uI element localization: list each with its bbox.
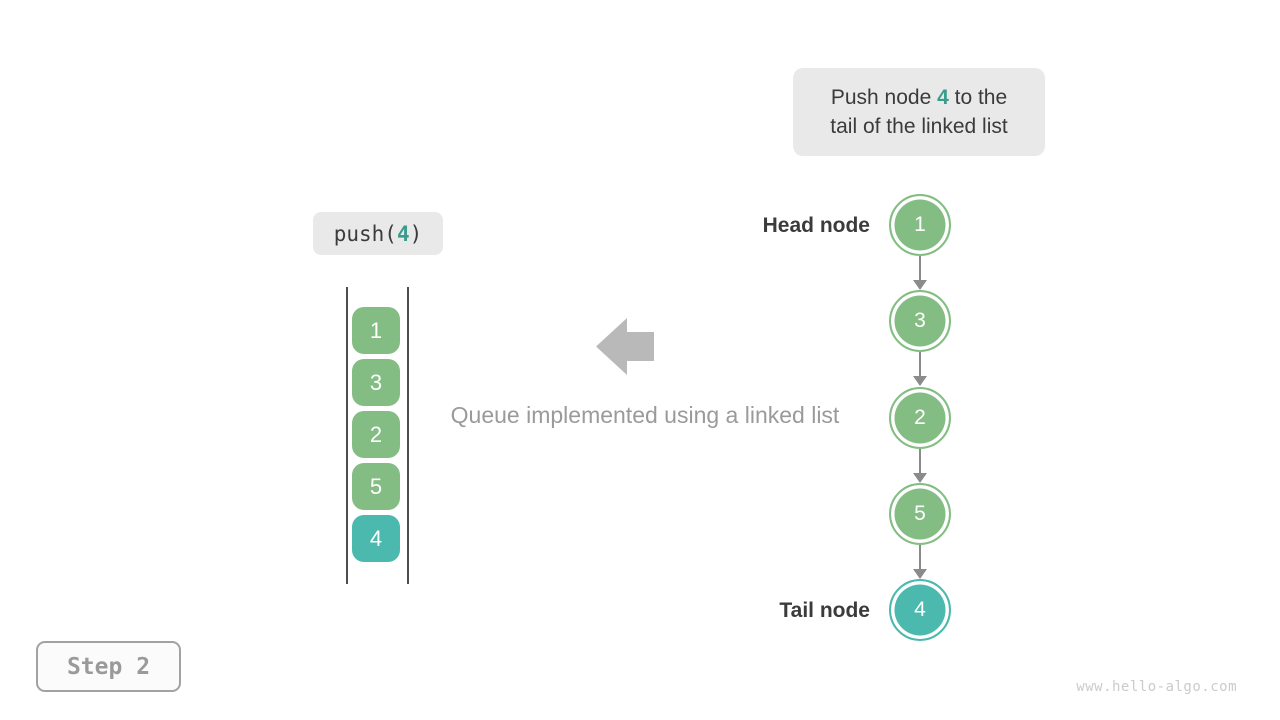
node-arrow-down-icon	[913, 545, 927, 579]
caption-text: Queue implemented using a linked list	[450, 402, 840, 428]
list-node-head: 1	[889, 194, 951, 256]
note-line-1: Push node 4 to the	[830, 86, 1008, 109]
note-highlight-value: 4	[937, 86, 949, 109]
list-node-tail: 4	[889, 579, 951, 641]
stack-item: 2	[352, 411, 400, 458]
list-node: 3	[889, 290, 951, 352]
note-line-2: tail of the linked list	[830, 115, 1008, 138]
node-arrow-down-icon	[913, 352, 927, 386]
big-left-arrow-icon	[596, 318, 654, 380]
step-badge: Step 2	[36, 641, 181, 692]
node-arrow-down-icon	[913, 449, 927, 483]
node-arrow-down-icon	[913, 256, 927, 290]
stack-wall-right	[407, 287, 409, 584]
push-note-box: Push node 4 to the tail of the linked li…	[793, 68, 1045, 156]
list-node: 2	[889, 387, 951, 449]
stack-item: 3	[352, 359, 400, 406]
watermark-url: www.hello-algo.com	[1076, 679, 1237, 695]
stack-item: 5	[352, 463, 400, 510]
list-node: 5	[889, 483, 951, 545]
head-node-label: Head node	[762, 214, 870, 237]
push-call-label: push(4)	[313, 212, 443, 255]
stack-wall-left	[346, 287, 348, 584]
stack-item: 1	[352, 307, 400, 354]
push-arg-value: 4	[396, 221, 410, 246]
tail-node-label: Tail node	[779, 599, 870, 622]
queue-stack: 1 3 2 5 4	[352, 307, 400, 562]
stack-item-highlighted: 4	[352, 515, 400, 562]
